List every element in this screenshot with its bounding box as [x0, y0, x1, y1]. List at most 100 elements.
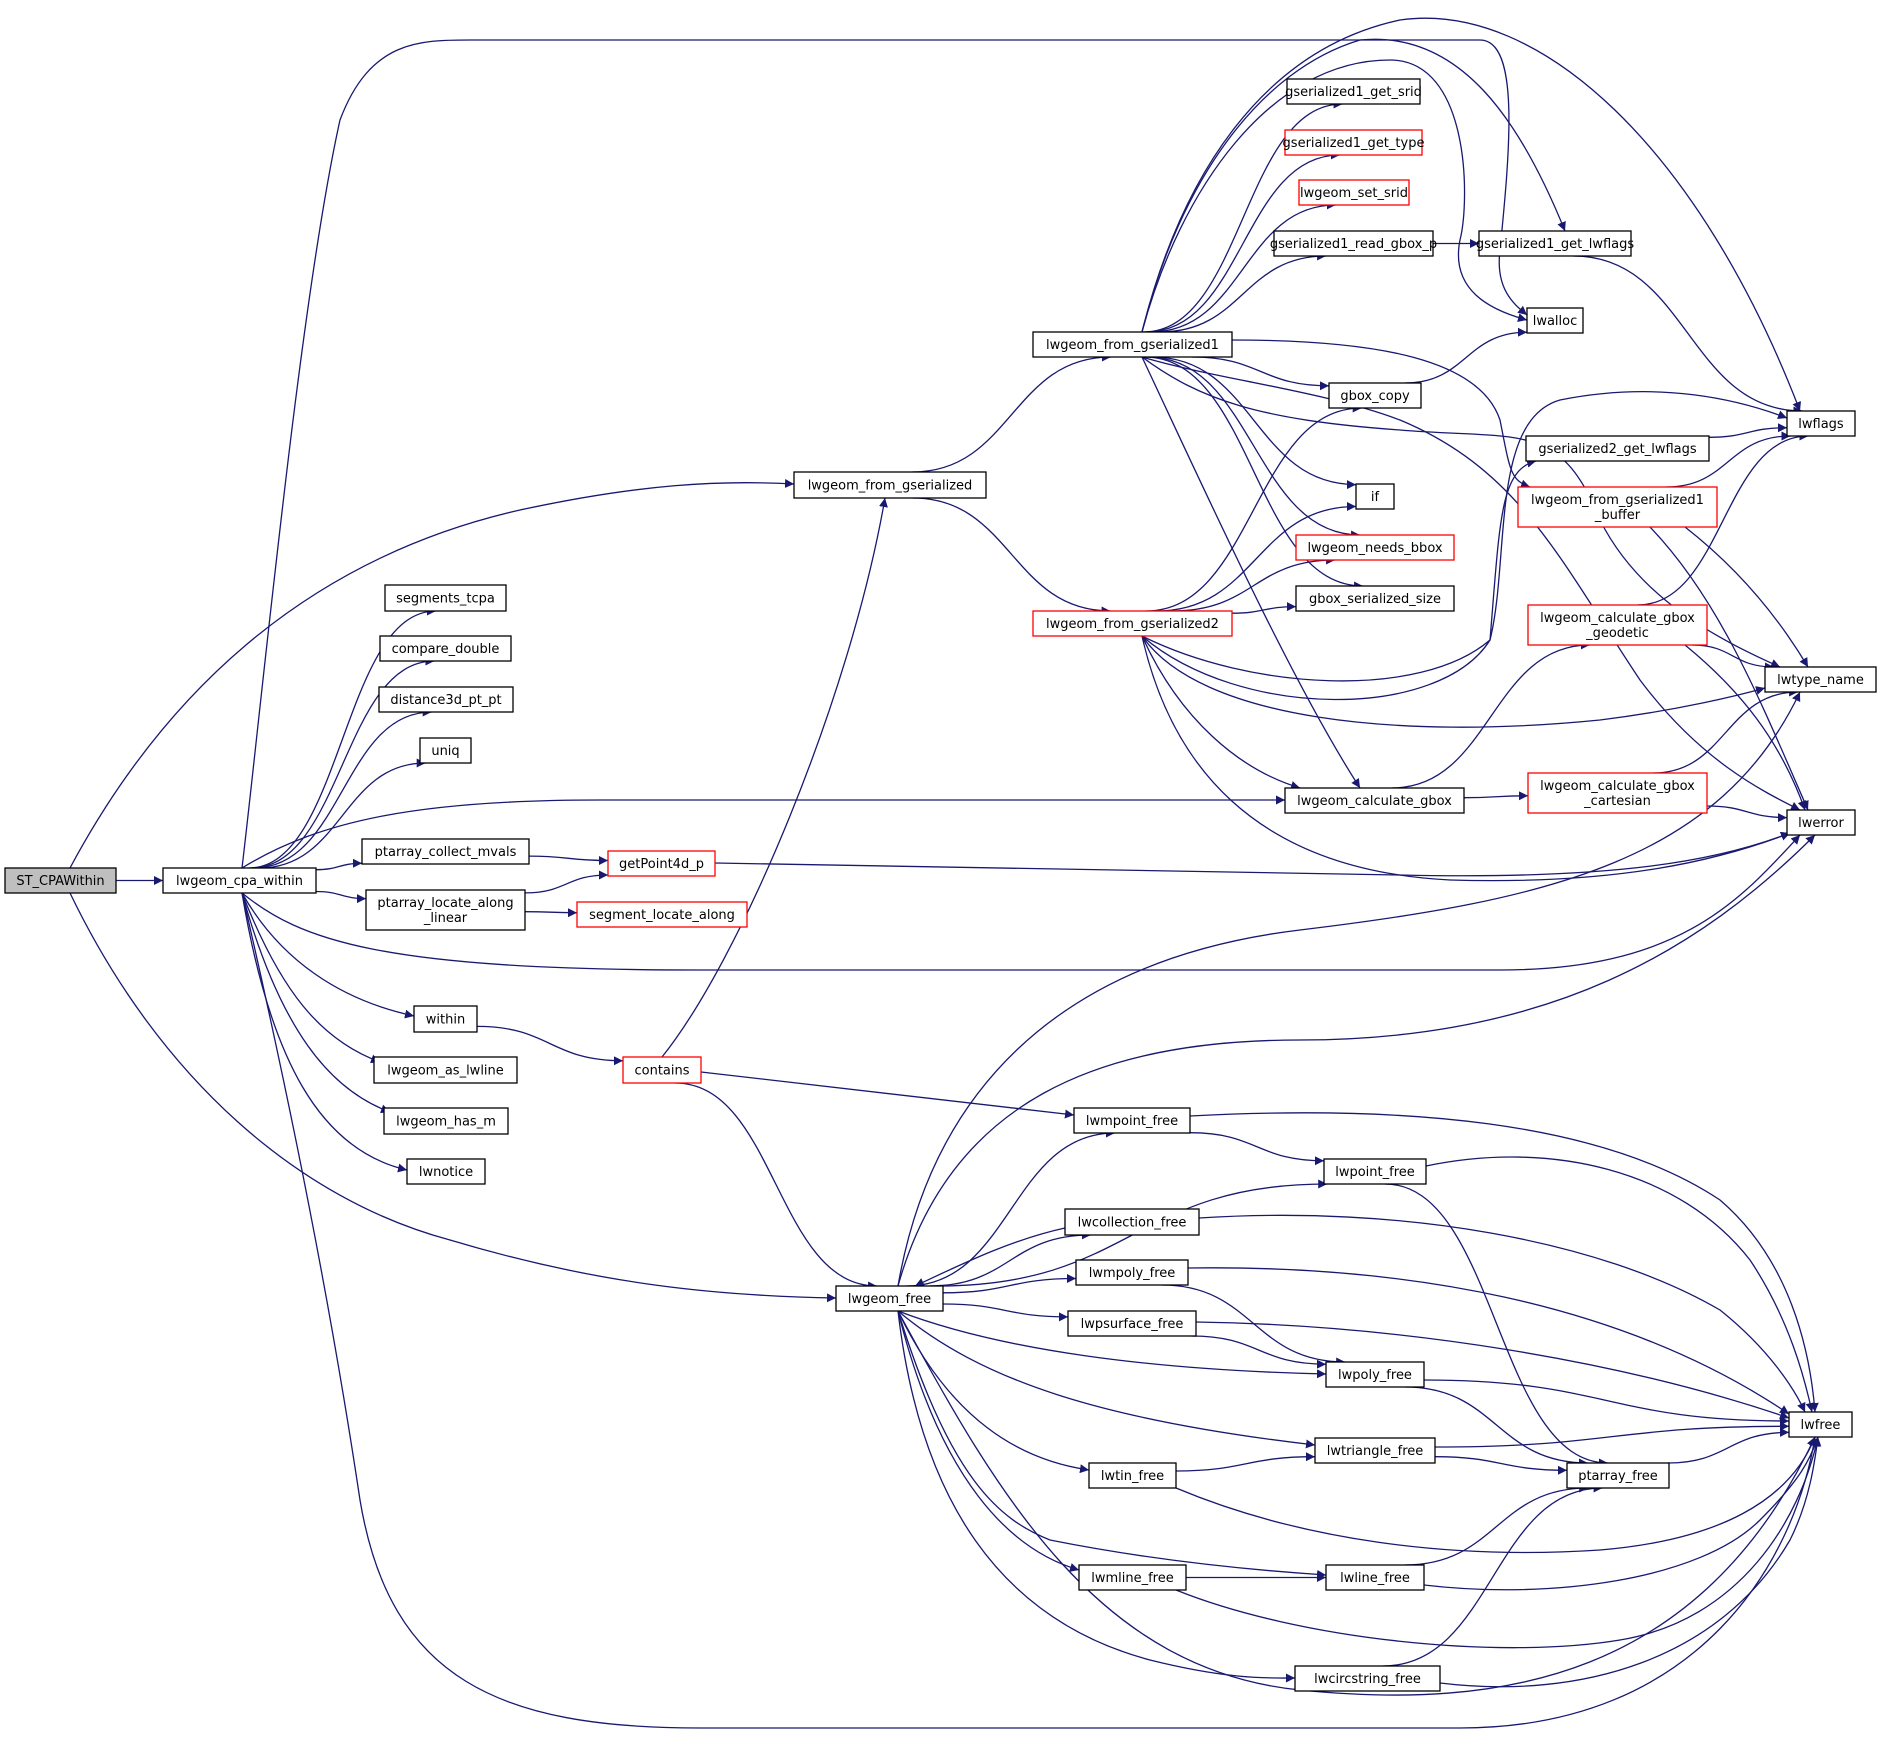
node-lwgeom-from-gserialized1[interactable]: lwgeom_from_gserialized1 [1032, 331, 1233, 358]
node-lwgeom-set-srid[interactable]: lwgeom_set_srid [1298, 179, 1410, 206]
node-box[interactable] [383, 1107, 509, 1135]
node-lwcollection-free[interactable]: lwcollection_free [1064, 1208, 1200, 1236]
node-box[interactable] [1284, 129, 1423, 156]
node-box[interactable] [607, 850, 716, 877]
node-lwgeom-calculate-gbox[interactable]: lwgeom_calculate_gbox [1284, 787, 1465, 814]
node-lwgeom-free[interactable]: lwgeom_free [835, 1285, 944, 1312]
node-box[interactable] [1073, 1107, 1191, 1134]
node-lwline-free[interactable]: lwline_free [1325, 1564, 1425, 1591]
node-within[interactable]: within [413, 1005, 478, 1033]
node-box[interactable] [379, 635, 512, 662]
node-ptarray-locate-along-linear[interactable]: ptarray_locate_along_linear [365, 889, 526, 931]
node-lwgeom-has-m[interactable]: lwgeom_has_m [383, 1107, 509, 1135]
node-box[interactable] [1295, 585, 1455, 612]
node-box[interactable] [1032, 610, 1233, 637]
node-compare-double[interactable]: compare_double [379, 635, 512, 662]
node-lwmline-free[interactable]: lwmline_free [1078, 1564, 1187, 1591]
node-lwtriangle-free[interactable]: lwtriangle_free [1314, 1437, 1436, 1464]
node-box[interactable] [576, 901, 748, 928]
node-lwtin-free[interactable]: lwtin_free [1088, 1462, 1177, 1489]
node-lwtype-name[interactable]: lwtype_name [1764, 666, 1877, 693]
node-lwgeom-calculate-gbox-geodetic[interactable]: lwgeom_calculate_gbox_geodetic [1527, 604, 1708, 646]
node-lwmpoly-free[interactable]: lwmpoly_free [1075, 1259, 1189, 1286]
node-uniq[interactable]: uniq [419, 737, 472, 764]
node-box[interactable] [406, 1158, 486, 1185]
node-gbox-serialized-size[interactable]: gbox_serialized_size [1295, 585, 1455, 612]
node-lwpoly-free[interactable]: lwpoly_free [1325, 1361, 1425, 1388]
node-box[interactable] [1088, 1462, 1177, 1489]
node-box[interactable] [1314, 1437, 1436, 1464]
node-box[interactable] [1295, 534, 1455, 561]
node-contains[interactable]: contains [622, 1056, 702, 1084]
node-box[interactable] [1355, 483, 1395, 510]
node-box[interactable] [365, 889, 526, 931]
node-box[interactable] [1328, 382, 1422, 409]
node-lwgeom-calculate-gbox-cartesian[interactable]: lwgeom_calculate_gbox_cartesian [1527, 772, 1708, 814]
node-box[interactable] [793, 471, 987, 499]
node-ptarray-free[interactable]: ptarray_free [1566, 1462, 1670, 1489]
node-box[interactable] [384, 584, 507, 612]
node-box[interactable] [1075, 1259, 1189, 1286]
node-box[interactable] [378, 686, 514, 713]
node-box[interactable] [1323, 1158, 1427, 1185]
node-lwgeom-as-lwline[interactable]: lwgeom_as_lwline [373, 1056, 518, 1084]
node-box[interactable] [1067, 1310, 1197, 1337]
node-getpoint4d-p[interactable]: getPoint4d_p [607, 850, 716, 877]
node-box[interactable] [1786, 410, 1856, 437]
node-box[interactable] [1298, 179, 1410, 206]
node-box[interactable] [835, 1285, 944, 1312]
node-box[interactable] [413, 1005, 478, 1033]
node-box[interactable] [1273, 230, 1434, 257]
node-lwerror[interactable]: lwerror [1786, 809, 1856, 836]
node-box[interactable] [1064, 1208, 1200, 1236]
node-box[interactable] [361, 838, 530, 865]
node-box[interactable] [1527, 772, 1708, 814]
node-box[interactable] [1764, 666, 1877, 693]
node-lwgeom-cpa-within[interactable]: lwgeom_cpa_within [162, 867, 317, 894]
node-lwnotice[interactable]: lwnotice [406, 1158, 486, 1185]
node-gbox-copy[interactable]: gbox_copy [1328, 382, 1422, 409]
node-box[interactable] [1786, 809, 1856, 836]
node-gserialized1-read-gbox-p[interactable]: gserialized1_read_gbox_p [1270, 230, 1437, 257]
node-box[interactable] [1325, 1564, 1425, 1591]
node-lwmpoint-free[interactable]: lwmpoint_free [1073, 1107, 1191, 1134]
node-lwgeom-from-gserialized2[interactable]: lwgeom_from_gserialized2 [1032, 610, 1233, 637]
node-box[interactable] [373, 1056, 518, 1084]
node-box[interactable] [1478, 230, 1632, 257]
node-box[interactable] [1286, 78, 1421, 105]
node-box[interactable] [622, 1056, 702, 1084]
node-box[interactable] [1294, 1665, 1441, 1692]
node-lwalloc[interactable]: lwalloc [1526, 307, 1584, 334]
node-box[interactable] [1032, 331, 1233, 358]
node-box[interactable] [4, 867, 117, 894]
node-box[interactable] [1525, 435, 1710, 462]
node-segments-tcpa[interactable]: segments_tcpa [384, 584, 507, 612]
node-lwgeom-from-gserialized[interactable]: lwgeom_from_gserialized [793, 471, 987, 499]
node-lwcircstring-free[interactable]: lwcircstring_free [1294, 1665, 1441, 1692]
node-box[interactable] [1788, 1411, 1853, 1438]
node-lwpoint-free[interactable]: lwpoint_free [1323, 1158, 1427, 1185]
node-gserialized1-get-type[interactable]: gserialized1_get_type [1283, 129, 1425, 156]
node-if[interactable]: if [1355, 483, 1395, 510]
node-lwflags[interactable]: lwflags [1786, 410, 1856, 437]
node-distance3d-pt-pt[interactable]: distance3d_pt_pt [378, 686, 514, 713]
node-box[interactable] [1284, 787, 1465, 814]
node-gserialized1-get-lwflags[interactable]: gserialized1_get_lwflags [1476, 230, 1635, 257]
node-ptarray-collect-mvals[interactable]: ptarray_collect_mvals [361, 838, 530, 865]
node-gserialized2-get-lwflags[interactable]: gserialized2_get_lwflags [1525, 435, 1710, 462]
node-lwpsurface-free[interactable]: lwpsurface_free [1067, 1310, 1197, 1337]
node-lwgeom-needs-bbox[interactable]: lwgeom_needs_bbox [1295, 534, 1455, 561]
node-box[interactable] [1526, 307, 1584, 334]
node-box[interactable] [1566, 1462, 1670, 1489]
node-box[interactable] [1078, 1564, 1187, 1591]
node-box[interactable] [1517, 486, 1718, 528]
node-segment-locate-along[interactable]: segment_locate_along [576, 901, 748, 928]
node-lwgeom-from-gserialized1-buffer[interactable]: lwgeom_from_gserialized1_buffer [1517, 486, 1718, 528]
node-st-cpawithin[interactable]: ST_CPAWithin [4, 867, 117, 894]
node-box[interactable] [419, 737, 472, 764]
node-box[interactable] [162, 867, 317, 894]
node-box[interactable] [1325, 1361, 1425, 1388]
node-box[interactable] [1527, 604, 1708, 646]
node-gserialized1-get-srid[interactable]: gserialized1_get_srid [1285, 78, 1422, 105]
node-lwfree[interactable]: lwfree [1788, 1411, 1853, 1438]
